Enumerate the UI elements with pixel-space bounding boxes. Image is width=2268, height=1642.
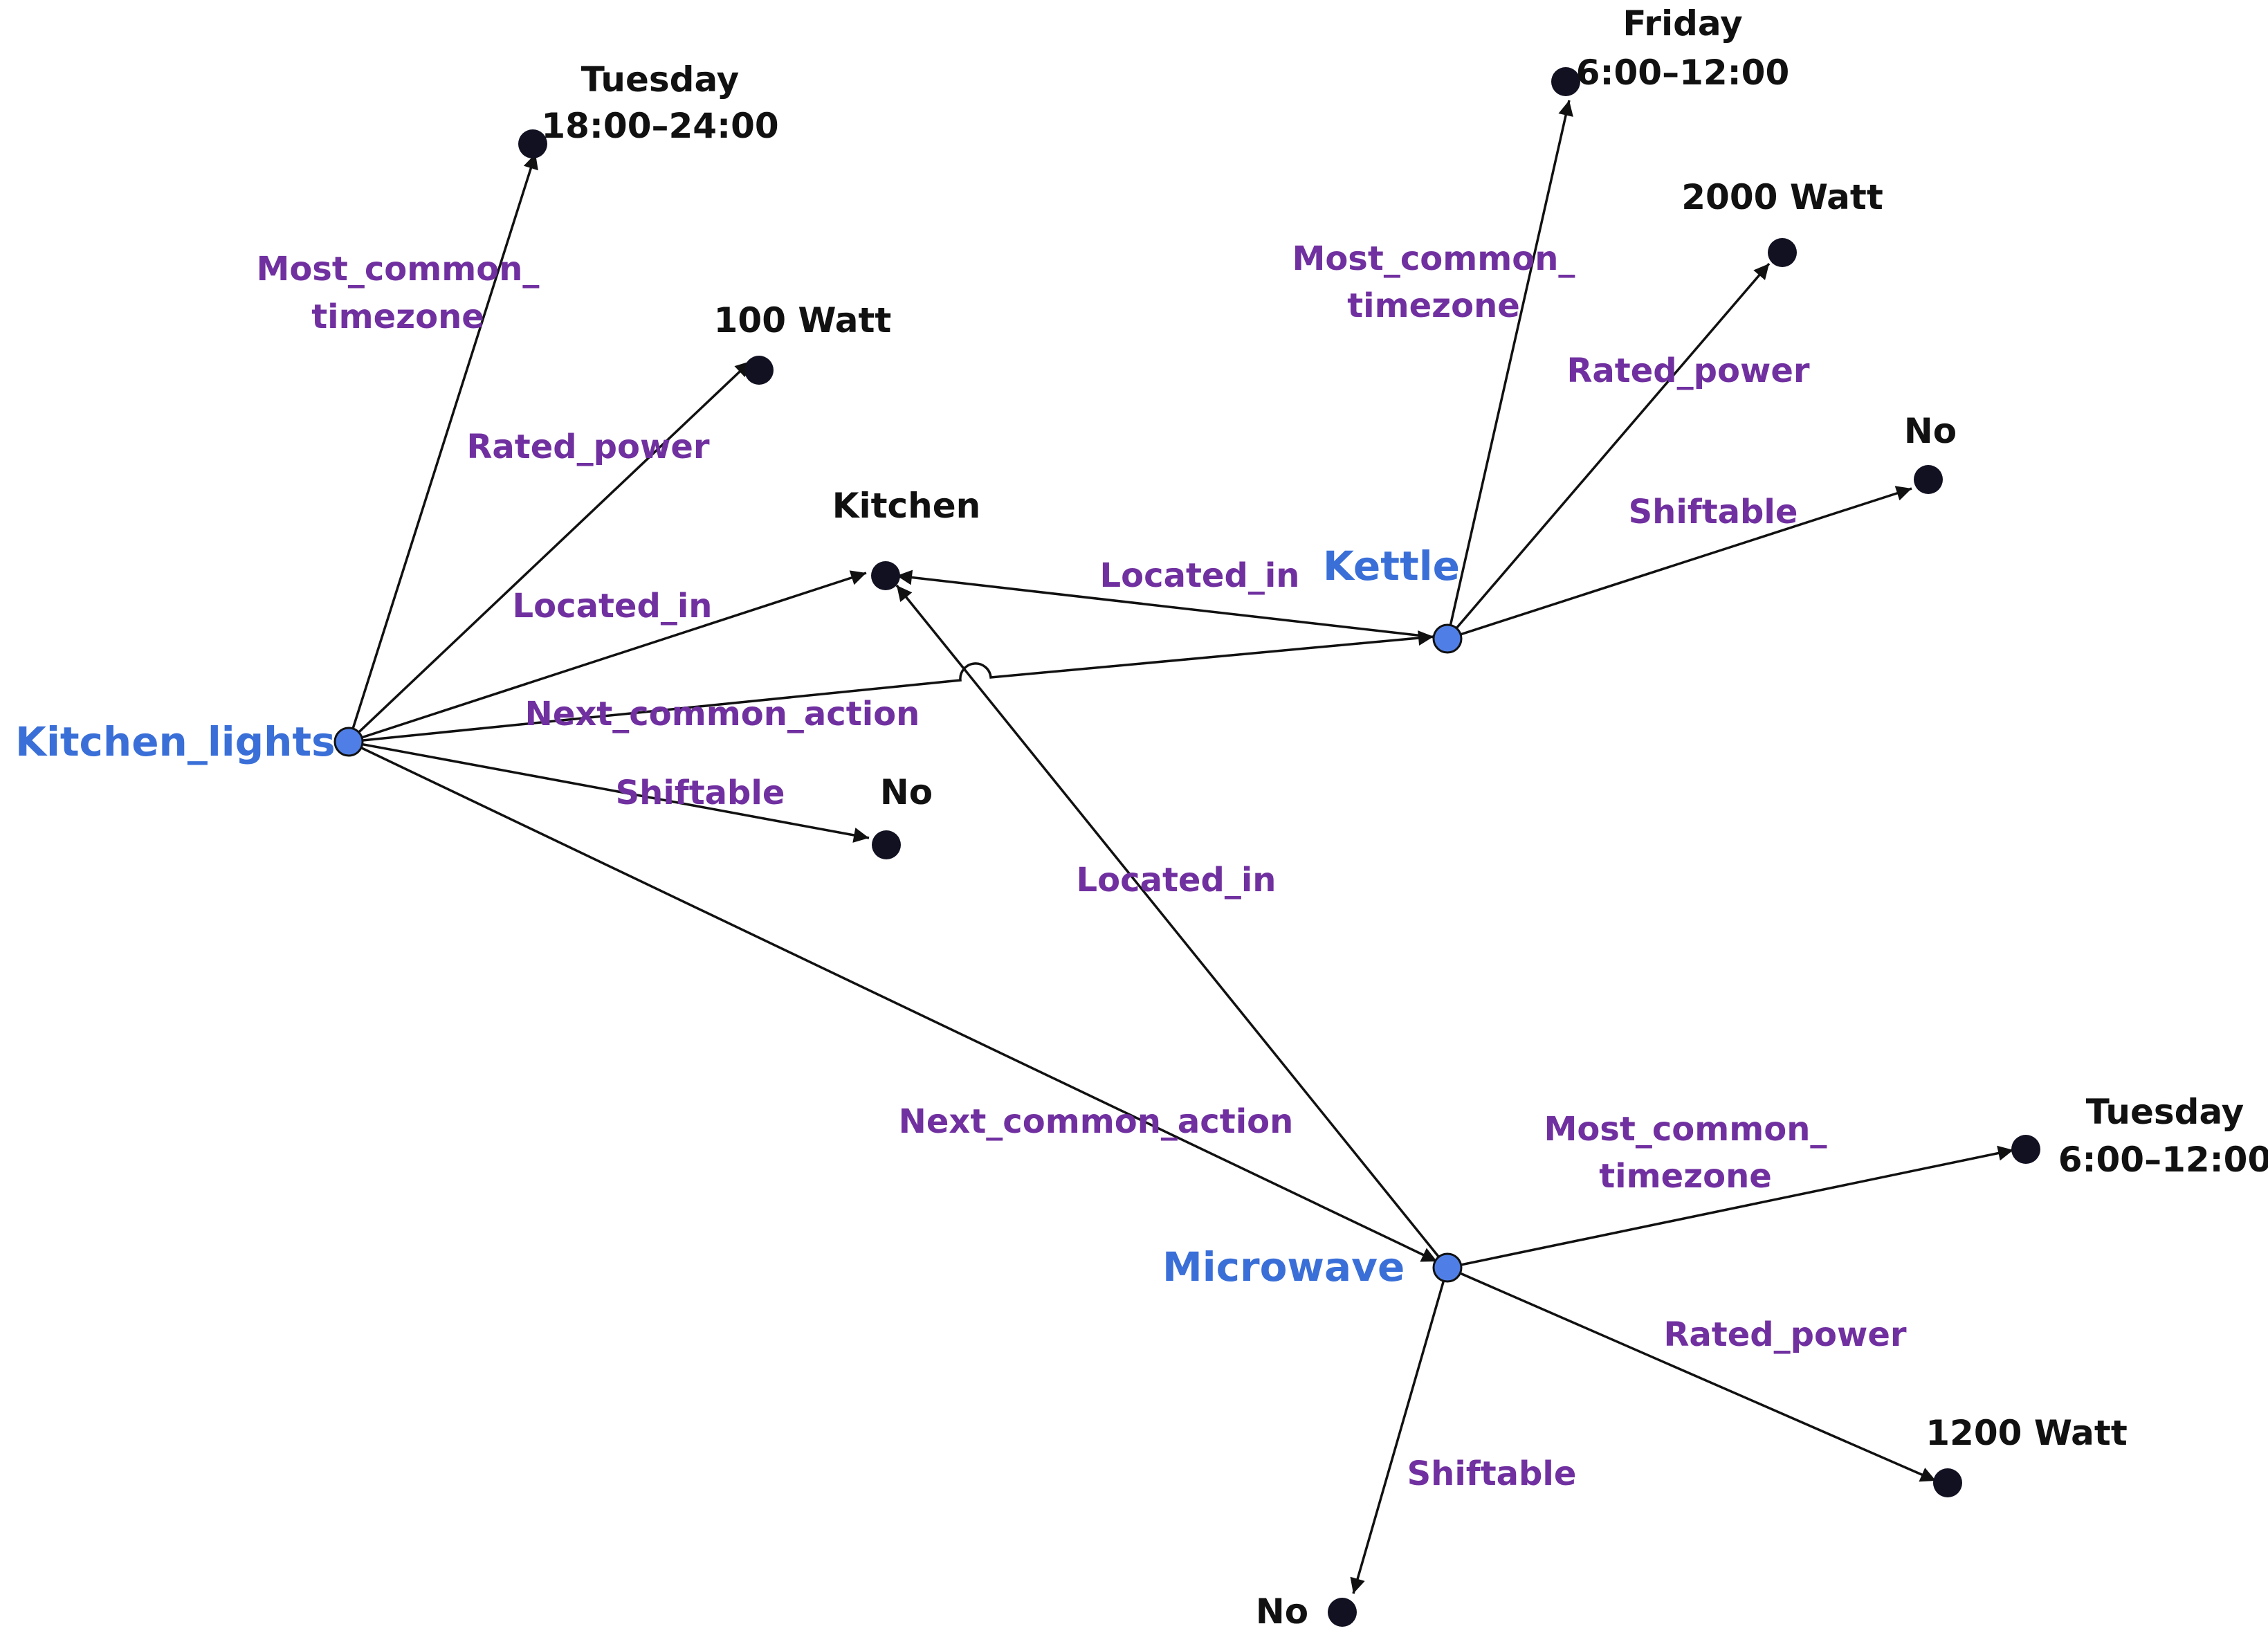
relation-label-kl-next-microwave: Next_common_action <box>899 1102 1294 1141</box>
edge-kl-next-kettle <box>348 630 1434 743</box>
edge-microwave-located <box>895 584 1449 1269</box>
relation-label-kl-power: Rated_power <box>466 428 709 466</box>
relation-label-ke-timezone-1: Most_common_ <box>1292 239 1575 278</box>
node-kettle <box>1432 623 1463 654</box>
relation-label-kl-shiftable: Shiftable <box>616 774 785 812</box>
node-kitchen-lights <box>333 727 364 757</box>
edge-kl-timezone <box>347 153 538 742</box>
value-label-mw-shiftable: No <box>1256 1591 1308 1632</box>
relation-label-ke-power: Rated_power <box>1566 352 1809 390</box>
edge-kl-power <box>347 360 752 743</box>
value-label-kl-timezone-time: 18:00–24:00 <box>541 106 778 146</box>
value-label-ke-power: 2000 Watt <box>1681 177 1883 217</box>
entity-label-kettle: Kettle <box>1323 542 1460 590</box>
relation-label-mw-shiftable: Shiftable <box>1407 1454 1577 1493</box>
edge-kl-located <box>348 570 867 743</box>
value-label-ke-shiftable: No <box>1904 411 1957 451</box>
value-label-mw-timezone-time: 6:00–12:00 <box>2058 1140 2268 1180</box>
node-mw-shiftable <box>1328 1598 1357 1627</box>
node-ke-power <box>1768 238 1797 267</box>
value-label-kl-power: 100 Watt <box>714 300 892 340</box>
node-kl-timezone <box>518 129 547 158</box>
relation-label-mw-timezone-1: Most_common_ <box>1544 1110 1827 1149</box>
value-label-kitchen: Kitchen <box>832 486 981 526</box>
edge-microwave-power <box>1447 1266 1937 1482</box>
relation-label-ke-located: Located_in <box>1100 556 1300 595</box>
edge-kettle-located <box>896 569 1448 640</box>
edge-microwave-timezone <box>1447 1145 2014 1269</box>
node-kitchen <box>871 561 900 590</box>
edge-microwave-shiftable <box>1350 1267 1449 1594</box>
relation-label-mw-timezone-2: timezone <box>1599 1157 1772 1196</box>
node-mw-power <box>1933 1468 1962 1497</box>
relation-label-kl-timezone-1: Most_common_ <box>257 250 540 289</box>
relation-label-mw-power: Rated_power <box>1663 1315 1906 1354</box>
value-label-mw-power: 1200 Watt <box>1926 1413 2127 1453</box>
entity-label-microwave: Microwave <box>1162 1243 1405 1290</box>
relation-label-kl-next-kettle: Next_common_action <box>525 695 920 733</box>
node-mw-timezone <box>2011 1135 2040 1164</box>
value-label-mw-timezone-day: Tuesday <box>2086 1092 2244 1132</box>
node-kl-power <box>744 356 774 385</box>
node-ke-shiftable <box>1914 465 1943 494</box>
node-microwave <box>1432 1252 1463 1283</box>
edge-kettle-power <box>1446 262 1771 640</box>
relation-label-ke-timezone-2: timezone <box>1347 286 1520 325</box>
value-label-kl-shiftable: No <box>880 772 933 812</box>
relation-label-kl-located: Located_in <box>513 587 713 626</box>
entity-label-kitchen-lights: Kitchen_lights <box>15 718 336 765</box>
relation-label-kl-timezone-2: timezone <box>311 298 484 336</box>
value-label-ke-timezone-time: 6:00–12:00 <box>1576 53 1790 93</box>
value-label-kl-timezone-day: Tuesday <box>581 60 739 100</box>
relation-label-ke-shiftable: Shiftable <box>1629 493 1798 531</box>
node-kl-shiftable <box>872 830 901 859</box>
edge-kl-shiftable <box>348 740 870 843</box>
node-ke-timezone <box>1551 67 1580 96</box>
value-label-ke-timezone-day: Friday <box>1622 3 1742 44</box>
edge-kettle-shiftable <box>1447 486 1912 640</box>
edge-kettle-timezone <box>1446 100 1573 639</box>
edge-kl-next-microwave <box>348 740 1438 1263</box>
relation-label-mw-located: Located_in <box>1077 861 1277 900</box>
